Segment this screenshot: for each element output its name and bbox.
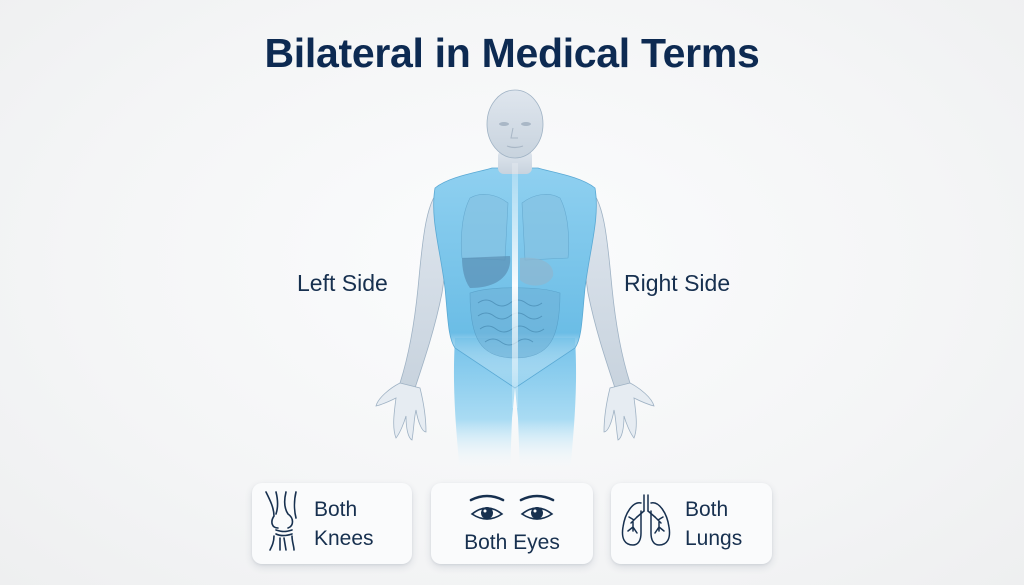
knees-label-line2: Knees [314,526,374,550]
lungs-label-line2: Lungs [685,526,743,550]
left-eye-icon [469,494,505,520]
lungs-icon [621,493,671,554]
lungs-label-line1: Both [685,497,729,521]
both-eyes-card: Both Eyes [431,483,593,564]
page-title: Bilateral in Medical Terms [264,30,760,76]
human-anatomy-figure [370,88,660,478]
eyes-label: Both Eyes [464,531,560,554]
both-lungs-card: Both Lungs [611,483,772,564]
right-side-label: Right Side [624,270,731,296]
knees-label-line1: Both [314,497,358,521]
knee-joint-icon [264,490,298,557]
both-knees-card: Both Knees [252,483,412,564]
left-side-label: Left Side [297,270,388,296]
eyes-icon [469,494,555,524]
right-eye-icon [519,494,555,520]
